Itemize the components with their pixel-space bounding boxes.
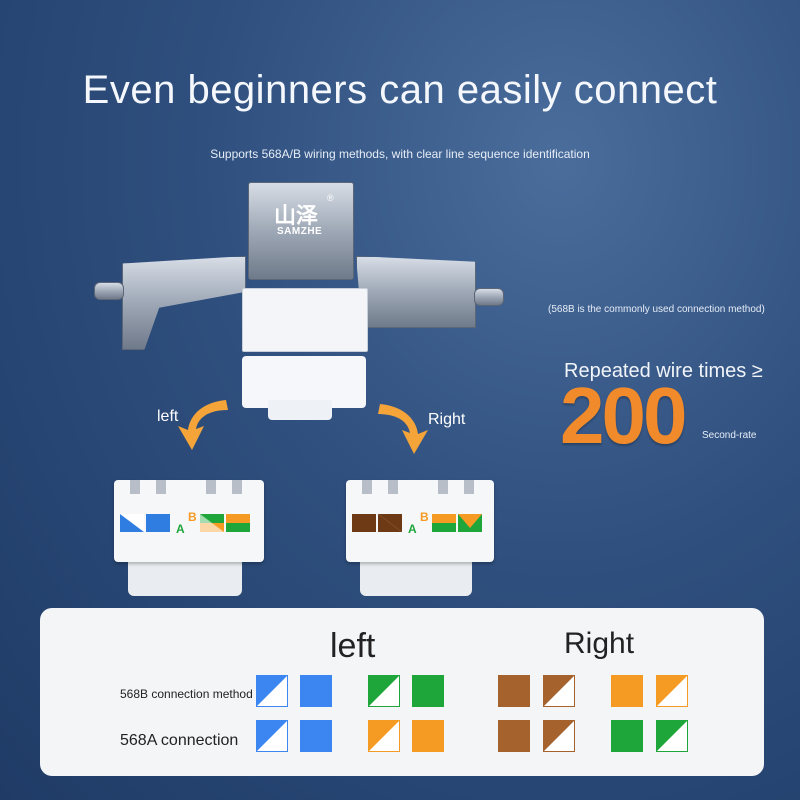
connector-cap xyxy=(242,356,366,408)
cap-slot xyxy=(362,480,372,494)
connector-left-wing xyxy=(122,256,246,350)
color-code-blue-white xyxy=(120,514,144,532)
wire-color-swatch xyxy=(498,720,530,752)
cap-slot xyxy=(388,480,398,494)
repeat-unit: Second-rate xyxy=(702,430,757,441)
wire-color-swatch xyxy=(300,720,332,752)
wire-color-swatch xyxy=(300,675,332,707)
connector-right-wing xyxy=(356,256,476,328)
right-cap-base xyxy=(360,560,472,596)
wire-color-swatch xyxy=(498,675,530,707)
wiring-note: (568B is the commonly used connection me… xyxy=(548,304,765,315)
row-label-568b: 568B connection method xyxy=(120,687,253,701)
wire-color-swatch xyxy=(368,720,400,752)
cap-letter-b: B xyxy=(188,510,197,524)
cap-slot xyxy=(232,480,242,494)
right-wire-cap: A B xyxy=(346,480,494,562)
right-cap-label: Right xyxy=(428,411,466,428)
cap-slot xyxy=(438,480,448,494)
wire-color-swatch xyxy=(611,675,643,707)
cap-letter-b: B xyxy=(420,510,429,524)
color-code-brown xyxy=(352,514,376,532)
repeat-value: 200 xyxy=(560,371,687,460)
wire-color-swatch xyxy=(543,720,575,752)
cap-slot xyxy=(206,480,216,494)
connector-white-body xyxy=(242,288,368,352)
color-code-orange-green xyxy=(432,514,456,532)
wire-color-swatch xyxy=(611,720,643,752)
row-label-568a: 568A connection xyxy=(120,732,239,749)
wire-color-swatch xyxy=(256,675,288,707)
color-code-green-orange xyxy=(200,514,224,532)
color-code-green-white xyxy=(458,514,482,532)
page-subtitle: Supports 568A/B wiring methods, with cle… xyxy=(210,147,590,161)
wire-color-swatch xyxy=(412,720,444,752)
connector-left-pin xyxy=(94,282,124,300)
table-col-right: Right xyxy=(564,627,635,660)
table-col-left: left xyxy=(330,627,376,665)
cap-letter-a: A xyxy=(176,522,185,536)
wire-color-swatch xyxy=(368,675,400,707)
repeat-label: Repeated wire times ≥ xyxy=(564,360,763,382)
cap-slot xyxy=(464,480,474,494)
cap-slot xyxy=(130,480,140,494)
cap-slot xyxy=(156,480,166,494)
curved-arrow-left-icon xyxy=(178,400,228,450)
brand-logo-en: SAMZHE xyxy=(277,226,323,237)
connector-cap-tab xyxy=(268,400,332,420)
registered-mark: ® xyxy=(327,193,334,203)
color-code-orange-green xyxy=(226,514,250,532)
wire-color-swatch xyxy=(412,675,444,707)
connector-metal-shield xyxy=(248,182,354,280)
color-code-blue xyxy=(146,514,170,532)
wire-color-swatch xyxy=(656,675,688,707)
wire-color-swatch xyxy=(656,720,688,752)
left-cap-base xyxy=(128,560,242,596)
left-cap-label: left xyxy=(157,408,179,425)
wiring-table-card xyxy=(40,608,764,776)
left-wire-cap: A B xyxy=(114,480,264,562)
brand-logo-cn: 山泽 xyxy=(274,203,319,228)
wire-color-swatch xyxy=(256,720,288,752)
wire-color-swatch xyxy=(543,675,575,707)
page-title: Even beginners can easily connect xyxy=(82,68,718,112)
connector-right-pin xyxy=(474,288,504,306)
color-code-brown-white xyxy=(378,514,402,532)
curved-arrow-right-icon xyxy=(378,404,428,454)
cap-letter-a: A xyxy=(408,522,417,536)
